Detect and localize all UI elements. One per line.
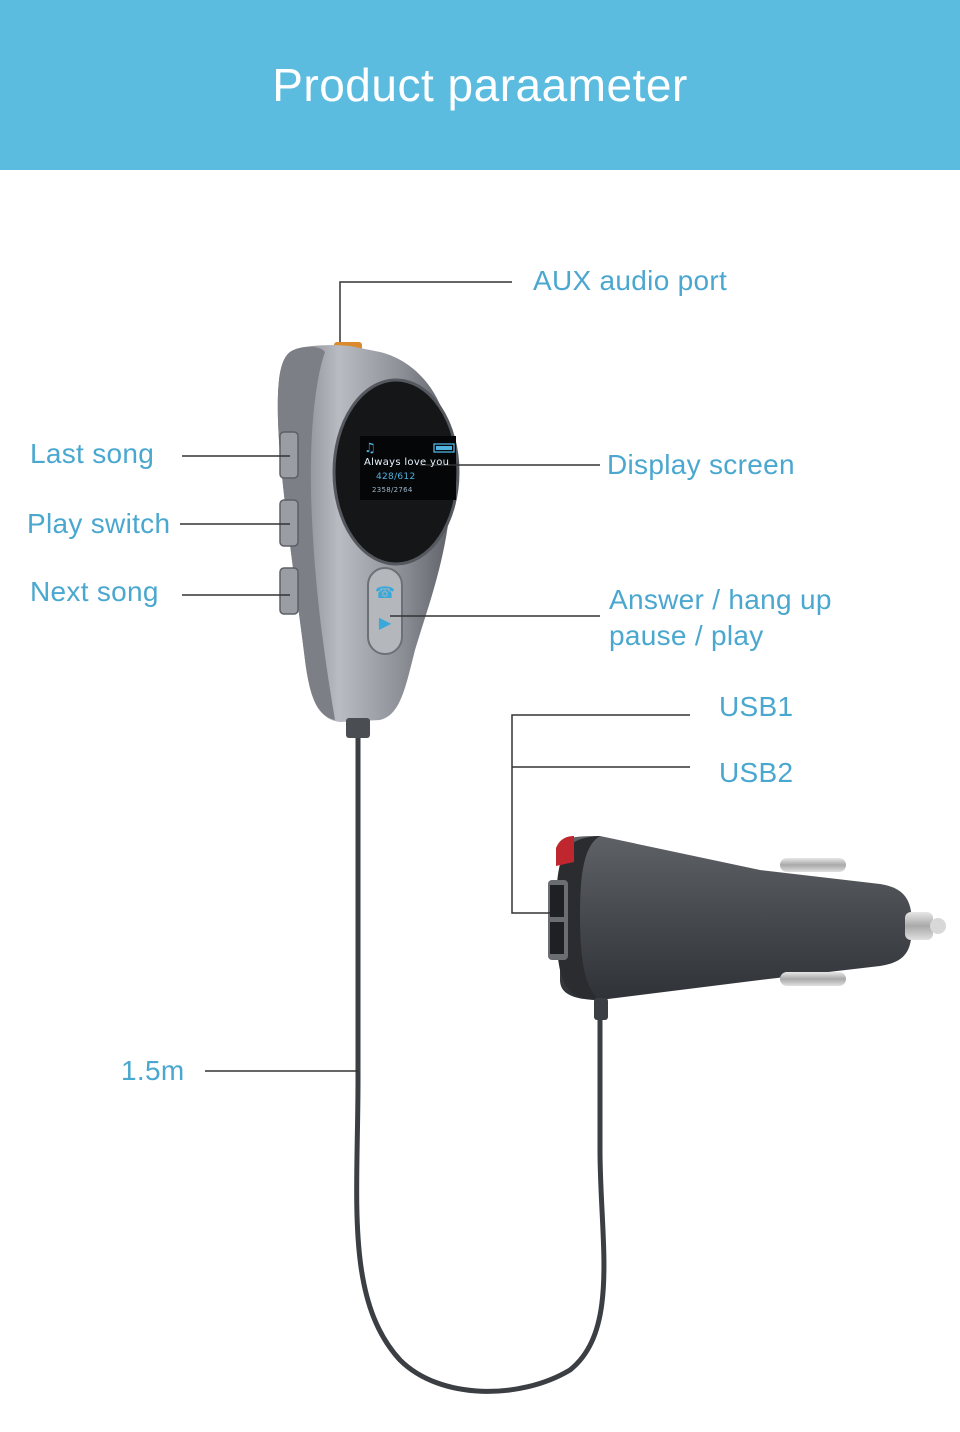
leader-lines bbox=[180, 281, 690, 1072]
label-next-song: Next song bbox=[30, 576, 159, 607]
label-answer-hang-up: Answer / hang up bbox=[609, 584, 832, 615]
page-title: Product paraameter bbox=[272, 59, 688, 111]
screen-song-title: Always love you bbox=[364, 457, 450, 468]
label-usb1: USB1 bbox=[719, 691, 794, 722]
svg-text:▶: ▶ bbox=[379, 613, 392, 632]
answer-button bbox=[367, 567, 403, 655]
label-aux-audio-port: AUX audio port bbox=[533, 265, 728, 296]
label-display-screen: Display screen bbox=[607, 449, 795, 480]
label-last-song: Last song bbox=[30, 438, 155, 469]
screen-time: 2358/2764 bbox=[372, 486, 413, 494]
cable bbox=[354, 720, 607, 1394]
screen-track-number: 428/612 bbox=[376, 472, 416, 482]
car-charger bbox=[548, 836, 946, 1020]
svg-text:☎: ☎ bbox=[375, 583, 395, 602]
controller-device: ☎ ▶ bbox=[277, 342, 460, 738]
label-play-switch: Play switch bbox=[27, 508, 171, 539]
label-cable-length: 1.5m bbox=[121, 1055, 185, 1086]
svg-text:♫: ♫ bbox=[364, 441, 376, 456]
header-banner: Product paraameter bbox=[0, 0, 960, 170]
label-pause-play: pause / play bbox=[609, 620, 764, 651]
label-usb2: USB2 bbox=[719, 757, 794, 788]
